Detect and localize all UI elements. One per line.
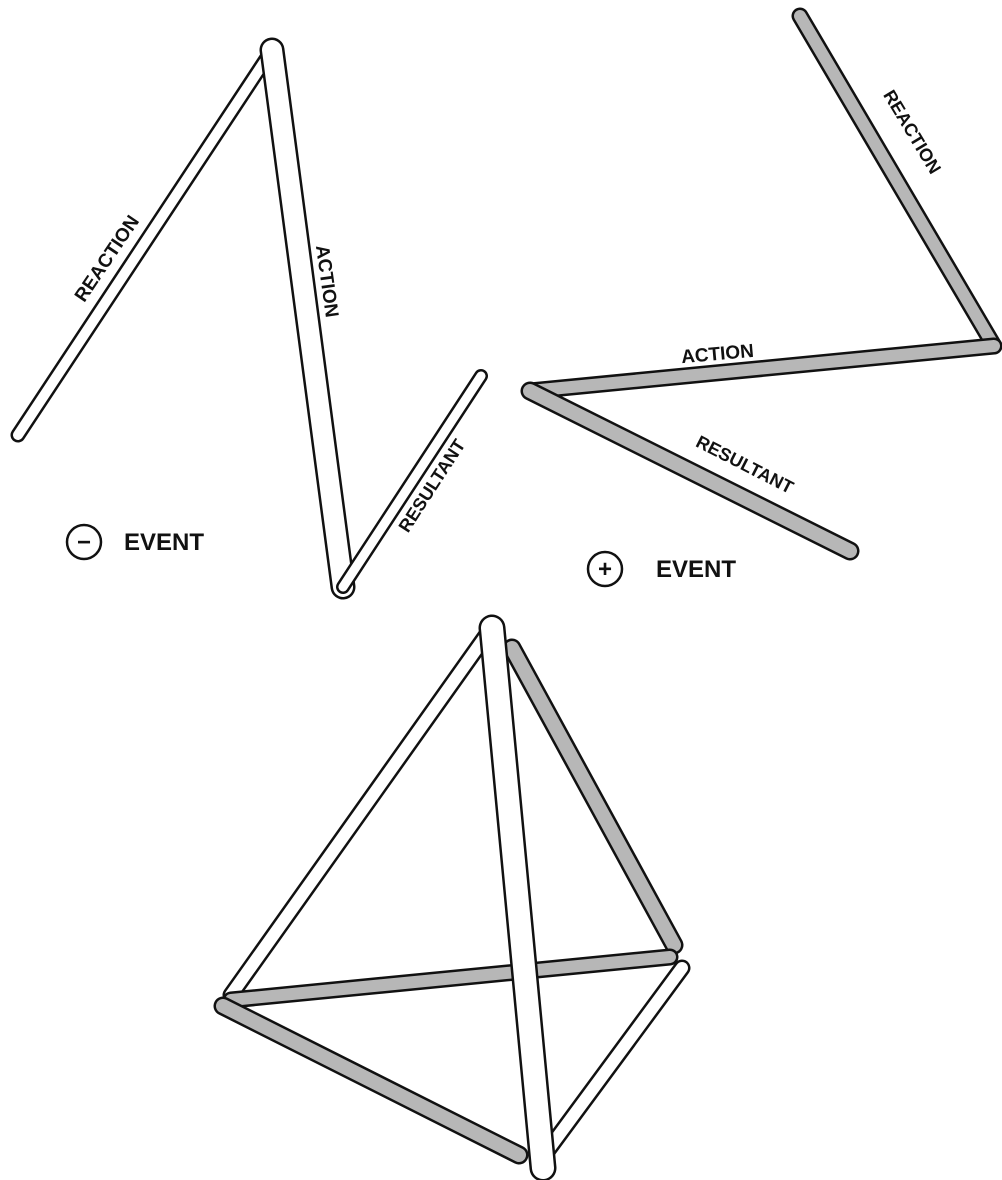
positive-resultant-stick (530, 391, 850, 551)
stick-body (231, 630, 490, 995)
negative-event-label: EVENT (124, 529, 204, 556)
plus-symbol: + (598, 556, 612, 583)
positive-action-stick (530, 346, 994, 391)
positive-reaction-stick (800, 16, 994, 346)
negative-event-figure: REACTION ACTION RESULTANT − EVENT (18, 50, 481, 587)
stick-body (223, 1006, 519, 1155)
tetra-hollow-edge-left (231, 630, 490, 995)
stick-body (800, 16, 994, 346)
stick-body (530, 346, 994, 391)
negative-resultant-stick (343, 376, 481, 587)
combined-tetrahedron (223, 628, 682, 1168)
stick-body (231, 957, 670, 1000)
stick-body (343, 376, 481, 587)
tetra-hollow-edge-bottom-right (548, 968, 682, 1150)
negative-event-badge: − EVENT (67, 525, 204, 559)
positive-event-badge: + EVENT (588, 552, 736, 586)
tetra-shaded-edge-middle (231, 957, 670, 1000)
stick-body (512, 648, 674, 945)
negative-action-stick (272, 50, 343, 587)
stick-body (548, 968, 682, 1150)
tetra-shaded-edge-top-right (512, 648, 674, 945)
minus-symbol: − (77, 529, 91, 556)
tetra-shaded-edge-bottom-left (223, 1006, 519, 1155)
positive-event-figure: REACTION ACTION RESULTANT + EVENT (530, 16, 994, 586)
stick-body (530, 391, 850, 551)
negative-reaction-stick (18, 50, 272, 435)
positive-event-label: EVENT (656, 556, 736, 583)
stick-body (272, 50, 343, 587)
stick-body (18, 50, 272, 435)
